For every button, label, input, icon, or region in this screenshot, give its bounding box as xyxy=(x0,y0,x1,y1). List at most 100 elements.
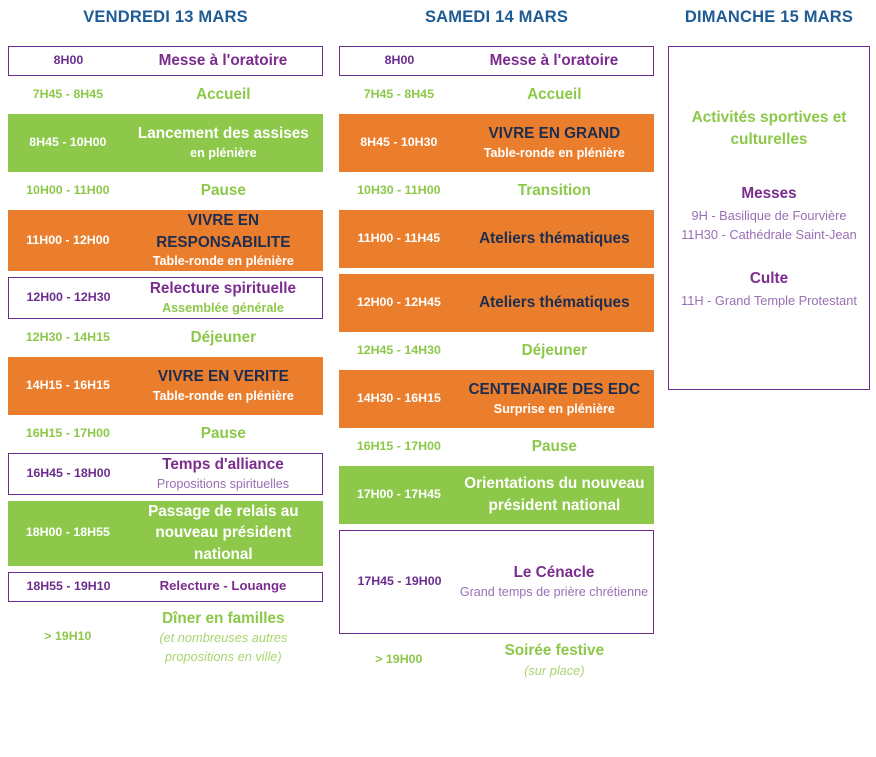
row-time: 12H45 - 14H30 xyxy=(356,343,441,358)
row-body: Dîner en familles (et nombreuses autres … xyxy=(128,608,323,666)
schedule-row[interactable]: 11H00 - 11H45 Ateliers thématiques xyxy=(339,210,654,268)
schedule-row[interactable]: 17H00 - 17H45 Orientations du nouveau pr… xyxy=(339,466,654,524)
row-label: VIVRE EN VERITE xyxy=(157,368,289,386)
row-time: 11H00 - 12H00 xyxy=(26,232,110,247)
sunday-block-line: 11H - Grand Temple Protestant xyxy=(681,292,857,308)
schedule-row[interactable]: 11H00 - 12H00 VIVRE EN RESPONSABILITE Ta… xyxy=(8,210,323,272)
row-sublabel: Propositions spirituelles xyxy=(156,476,290,491)
row-time: 7H45 - 8H45 xyxy=(32,87,103,102)
schedule-row[interactable]: 10H00 - 11H00 Pause xyxy=(8,178,323,204)
row-sublabel: Table-ronde en plénière xyxy=(483,145,625,160)
row-label: Déjeuner xyxy=(521,342,588,360)
schedule-row[interactable]: 12H00 - 12H45 Ateliers thématiques xyxy=(339,274,654,332)
row-time: 12H00 - 12H45 xyxy=(356,295,441,310)
schedule-row[interactable]: 8H45 - 10H00 Lancement des assises en pl… xyxy=(8,114,323,172)
row-time: 11H00 - 11H45 xyxy=(357,231,441,246)
row-label: Soirée festive xyxy=(504,642,605,659)
row-label: Lancement des assises xyxy=(137,125,309,143)
row-label: Ateliers thématiques xyxy=(479,294,630,312)
row-time: 14H30 - 16H15 xyxy=(356,391,441,406)
row-sublabel: Assemblée générale xyxy=(162,301,284,316)
schedule-row[interactable]: 8H00 Messe à l'oratoire xyxy=(8,46,323,76)
row-label: Temps d'alliance xyxy=(162,455,284,473)
schedule-row[interactable]: 16H15 - 17H00 Pause xyxy=(8,421,323,447)
row-body: Messe à l'oratoire xyxy=(459,50,653,72)
row-label: VIVRE EN RESPONSABILITE xyxy=(156,212,291,251)
day-title-dimanche: DIMANCHE 15 MARS xyxy=(684,8,854,26)
schedule-row[interactable]: 14H30 - 16H15 CENTENAIRE DES EDC Surpris… xyxy=(339,370,654,428)
row-label: Accueil xyxy=(527,86,582,104)
schedule-row[interactable]: 16H15 - 17H00 Pause xyxy=(339,434,654,460)
row-body: Déjeuner xyxy=(459,340,654,362)
row-body: Pause xyxy=(128,423,323,445)
schedule-row[interactable]: 12H45 - 14H30 Déjeuner xyxy=(339,338,654,364)
row-body: Orientations du nouveau président nation… xyxy=(459,473,654,516)
column-samedi: SAMEDI 14 MARS 8H00 Messe à l'oratoire 7… xyxy=(331,0,662,686)
row-label: Relecture - Louange xyxy=(159,578,287,594)
row-body: Relecture spirituelle Assemblée générale xyxy=(128,278,322,318)
schedule-row[interactable]: 7H45 - 8H45 Accueil xyxy=(339,82,654,108)
schedule-row[interactable]: 8H45 - 10H30 VIVRE EN GRAND Table-ronde … xyxy=(339,114,654,172)
schedule-row[interactable]: > 19H00 Soirée festive (sur place) xyxy=(339,640,654,680)
row-label: Déjeuner xyxy=(190,329,257,347)
sunday-block-heading: Culte xyxy=(749,269,789,287)
row-body: Lancement des assises en plénière xyxy=(128,123,323,163)
schedule-row[interactable]: 12H00 - 12H30 Relecture spirituelle Asse… xyxy=(8,277,323,319)
row-time: 8H45 - 10H30 xyxy=(360,135,438,150)
row-time: 17H00 - 17H45 xyxy=(356,487,441,502)
row-time: 17H45 - 19H00 xyxy=(357,574,442,589)
row-label: VIVRE EN GRAND xyxy=(488,125,621,143)
row-body: CENTENAIRE DES EDC Surprise en plénière xyxy=(459,379,654,419)
row-body: Ateliers thématiques xyxy=(459,228,654,250)
row-sublabel: (sur place) xyxy=(524,662,585,678)
column-dimanche: DIMANCHE 15 MARS Activités sportives et … xyxy=(662,0,876,390)
row-time: 8H45 - 10H00 xyxy=(29,135,107,150)
row-label: Dîner en familles xyxy=(162,609,285,627)
row-time: 7H45 - 8H45 xyxy=(363,87,434,102)
schedule-row[interactable]: 8H00 Messe à l'oratoire xyxy=(339,46,654,76)
schedule-row[interactable]: 16H45 - 18H00 Temps d'alliance Propositi… xyxy=(8,452,323,495)
row-body: VIVRE EN GRAND Table-ronde en plénière xyxy=(459,123,654,163)
row-body: Passage de relais au nouveau président n… xyxy=(128,501,323,566)
row-time: 16H15 - 17H00 xyxy=(356,439,441,454)
column-vendredi: VENDREDI 13 MARS 8H00 Messe à l'oratoire… xyxy=(0,0,331,672)
day-title-vendredi: VENDREDI 13 MARS xyxy=(83,8,248,26)
row-label: Messe à l'oratoire xyxy=(158,52,288,70)
sunday-block-messes: Messes 9H - Basilique de Fourvière 11H30… xyxy=(681,182,856,245)
row-time: 18H00 - 18H55 xyxy=(25,525,110,540)
row-time: 18H55 - 19H10 xyxy=(26,578,111,593)
row-label: Orientations du nouveau président nation… xyxy=(464,475,645,514)
schedule-row[interactable]: 17H45 - 19H00 Le Cénacle Grand temps de … xyxy=(339,530,654,634)
row-body: Le Cénacle Grand temps de prière chrétie… xyxy=(459,562,653,602)
row-sublabel: Surprise en plénière xyxy=(493,401,615,416)
sunday-block-heading: Messes xyxy=(741,184,797,202)
row-label: Transition xyxy=(517,182,591,200)
row-label: Relecture spirituelle xyxy=(149,280,297,298)
row-sublabel: Grand temps de prière chrétienne xyxy=(459,584,649,599)
sunday-activities-label: Activités sportives et culturelles xyxy=(691,109,847,149)
sunday-panel[interactable]: Activités sportives et culturelles Messe… xyxy=(668,46,870,390)
row-label: Passage de relais au nouveau président n… xyxy=(148,502,299,563)
row-body: Soirée festive (sur place) xyxy=(459,640,654,680)
row-sublabel: (et nombreuses autres propositions en vi… xyxy=(159,630,288,664)
row-time: 12H00 - 12H30 xyxy=(26,290,111,305)
schedule-row[interactable]: 14H15 - 16H15 VIVRE EN VERITE Table-rond… xyxy=(8,356,323,415)
row-body: Déjeuner xyxy=(128,327,323,349)
row-time: > 19H10 xyxy=(44,628,92,643)
schedule-row[interactable]: 7H45 - 8H45 Accueil xyxy=(8,82,323,108)
sunday-block-culte: Culte 11H - Grand Temple Protestant xyxy=(681,267,857,311)
schedule-row[interactable]: 18H00 - 18H55 Passage de relais au nouve… xyxy=(8,500,323,566)
row-time: 10H30 - 11H00 xyxy=(357,183,441,198)
row-body: Messe à l'oratoire xyxy=(128,50,322,72)
schedule-row[interactable]: 12H30 - 14H15 Déjeuner xyxy=(8,325,323,351)
schedule-row[interactable]: 18H55 - 19H10 Relecture - Louange xyxy=(8,571,323,602)
schedule-row[interactable]: > 19H10 Dîner en familles (et nombreuses… xyxy=(8,608,323,666)
row-body: Accueil xyxy=(128,84,323,106)
row-sublabel: en plénière xyxy=(190,145,257,160)
row-time: 10H00 - 11H00 xyxy=(26,183,110,198)
row-body: VIVRE EN VERITE Table-ronde en plénière xyxy=(128,366,323,406)
schedule-row[interactable]: 10H30 - 11H00 Transition xyxy=(339,178,654,204)
row-time: 16H15 - 17H00 xyxy=(25,426,110,441)
row-label: Messe à l'oratoire xyxy=(489,52,619,70)
